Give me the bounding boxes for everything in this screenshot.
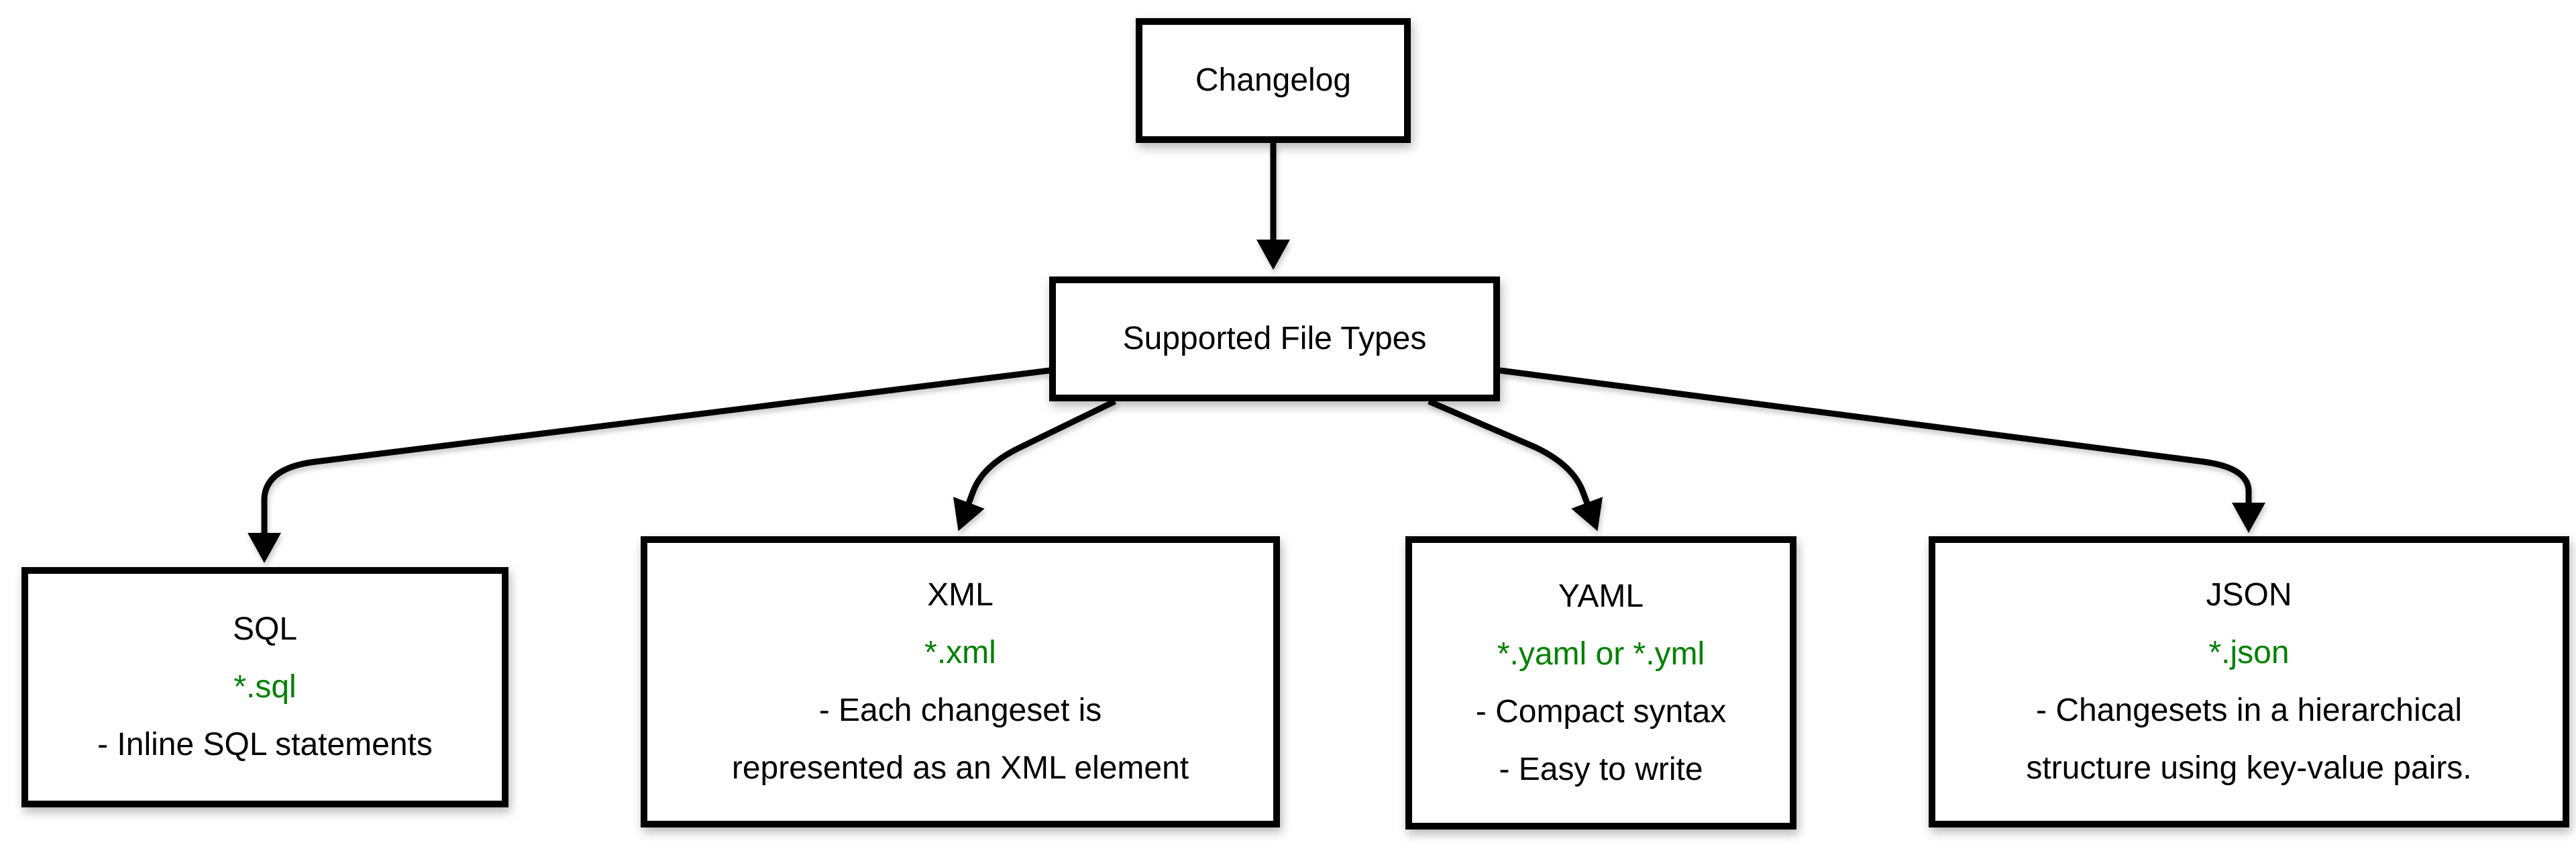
sql-node: SQL *.sql - Inline SQL statements	[21, 567, 508, 807]
supported-file-types-label: Supported File Types	[1122, 321, 1427, 356]
yaml-node: YAML *.yaml or *.yml - Compact syntax - …	[1405, 536, 1796, 830]
yaml-extension: *.yaml or *.yml	[1497, 636, 1705, 672]
arrow-supported-to-yaml	[1428, 398, 1603, 532]
xml-title: XML	[927, 577, 994, 613]
xml-bullet-line: represented as an XML element	[731, 750, 1189, 786]
yaml-title: YAML	[1558, 578, 1644, 614]
changelog-node: Changelog	[1136, 18, 1411, 143]
arrow-supported-to-json	[1499, 367, 2265, 533]
xml-node: XML *.xml - Each changeset is represente…	[641, 536, 1280, 827]
json-bullet-line: structure using key-value pairs.	[2026, 750, 2472, 786]
json-node: JSON *.json - Changesets in a hierarchic…	[1929, 536, 2569, 827]
json-bullet-line: - Changesets in a hierarchical	[2036, 693, 2462, 728]
yaml-bullet-line: - Compact syntax	[1475, 693, 1727, 730]
sql-title: SQL	[232, 611, 298, 647]
sql-bullet-line: - Inline SQL statements	[97, 727, 433, 762]
supported-file-types-node: Supported File Types	[1049, 277, 1500, 401]
yaml-bullet-line: - Easy to write	[1499, 751, 1703, 787]
xml-extension: *.xml	[924, 635, 996, 670]
arrow-supported-to-xml	[953, 398, 1116, 532]
sql-extension: *.sql	[233, 669, 297, 705]
changelog-label: Changelog	[1195, 62, 1352, 98]
xml-bullet-line: - Each changeset is	[818, 693, 1102, 728]
arrow-supported-to-sql	[248, 367, 1051, 563]
json-extension: *.json	[2208, 635, 2290, 670]
json-title: JSON	[2206, 577, 2292, 613]
